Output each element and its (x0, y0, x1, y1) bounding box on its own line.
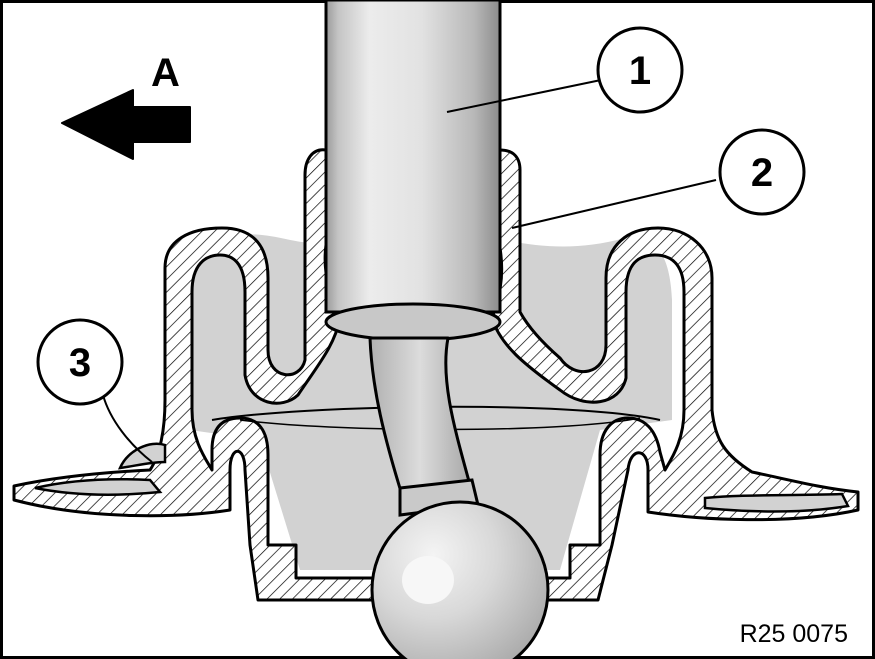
callout-1: 1 (446, 26, 684, 114)
ball-head (370, 500, 550, 659)
callout-1-circle (596, 26, 684, 114)
callout-2: 2 (511, 128, 806, 229)
ball-highlight (402, 556, 454, 604)
arrow-label: A (151, 51, 180, 95)
piston-rod (324, 0, 502, 342)
callout-3-label: 3 (69, 341, 91, 385)
rod-body (324, 0, 502, 314)
callout-3-circle (36, 318, 124, 406)
right-flange-lip (703, 492, 850, 513)
callout-2-circle (718, 128, 806, 216)
callout-3-leader (102, 394, 153, 463)
ball-joint (368, 336, 550, 659)
reference-code: R25 0075 (740, 620, 848, 648)
callout-1-label: 1 (629, 49, 651, 93)
callout-2-label: 2 (751, 151, 773, 195)
callout-1-leader (446, 79, 602, 113)
callout-2-leader (511, 179, 717, 229)
left-flange-fold (117, 442, 167, 470)
rod-end (324, 302, 502, 342)
left-flange-lip (34, 478, 163, 496)
boot-shell-right (468, 148, 860, 602)
arrow-left-icon (61, 89, 191, 160)
direction-arrow: A (61, 51, 191, 160)
callout-3: 3 (36, 318, 153, 463)
